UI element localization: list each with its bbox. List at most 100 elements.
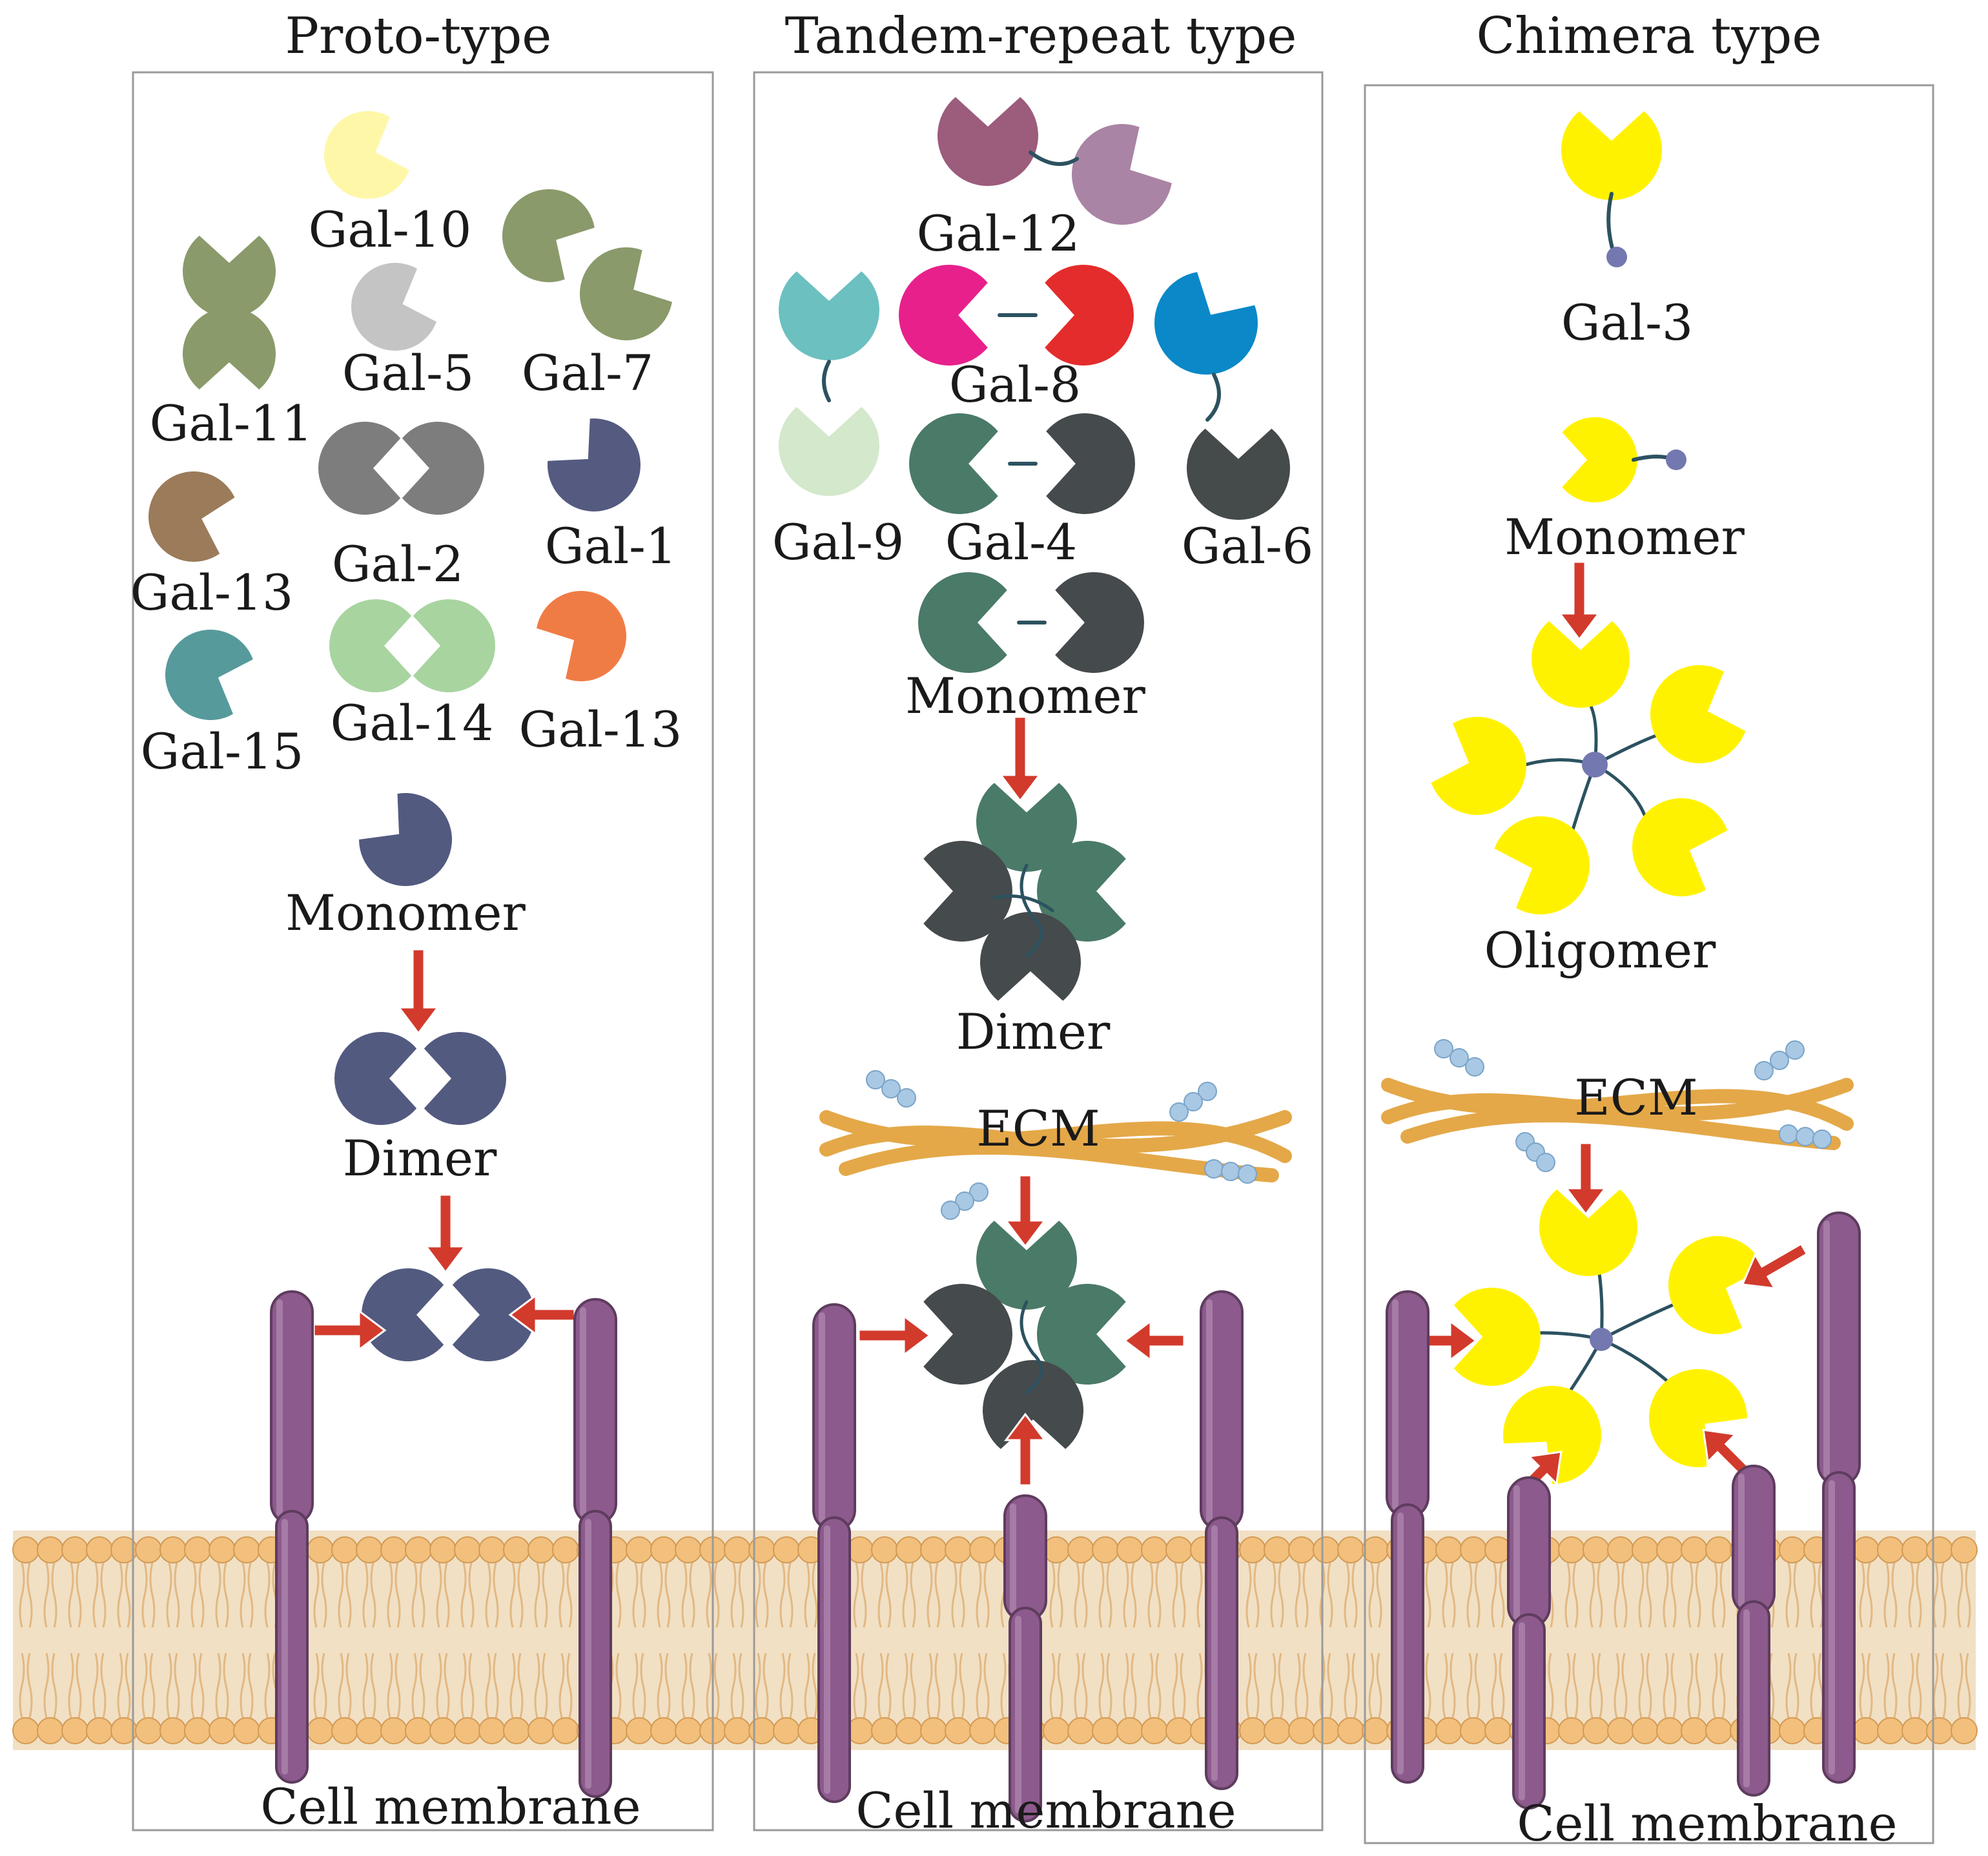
lipid-tail	[1597, 1562, 1603, 1628]
gal-13-left-icon	[149, 471, 235, 562]
oligomer-crd-lower-right-icon	[1632, 798, 1728, 896]
tandem-repeat-title: Tandem-repeat type	[785, 7, 1297, 65]
lipid-tail	[1081, 1653, 1088, 1718]
lipid-tail	[1491, 1562, 1497, 1628]
proto-monomer-icon	[359, 793, 453, 887]
gal-9-b-icon	[779, 407, 879, 496]
lipid-tail	[76, 1653, 82, 1718]
lipid-head	[871, 1717, 898, 1744]
lipid-head	[1460, 1536, 1487, 1563]
lipid-head	[773, 1717, 800, 1744]
glycan-bead	[1184, 1092, 1203, 1111]
receptor-highlight	[1738, 1474, 1745, 1607]
proto-bound-dimer-right-icon	[452, 1268, 535, 1361]
proto-type-panel	[132, 71, 714, 1831]
lipid-tail	[345, 1653, 352, 1718]
chimera-type-title: Chimera type	[1476, 7, 1821, 65]
lipid-tail	[1499, 1562, 1505, 1628]
lipid-head	[454, 1717, 481, 1744]
lipid-tail	[338, 1653, 344, 1718]
lipid-tail	[1916, 1562, 1922, 1628]
lipid-head	[724, 1536, 751, 1563]
label-proto-membrane: Cell membrane	[260, 1778, 640, 1835]
lipid-head	[1337, 1717, 1364, 1744]
label-gal-7: Gal-7	[522, 344, 653, 402]
lipid-tail	[1474, 1562, 1481, 1628]
lipid-head	[1877, 1717, 1904, 1744]
lipid-tail	[1081, 1562, 1088, 1628]
lipid-head	[552, 1717, 579, 1744]
proto-arrow-left-receptor	[313, 1309, 387, 1352]
gal-12-a-icon	[938, 97, 1038, 186]
chimera-monomer-crd-icon	[1562, 417, 1637, 502]
gal-14-left-icon	[329, 599, 412, 692]
lipid-tail	[419, 1562, 425, 1628]
lipid-head	[945, 1536, 972, 1563]
glycan-bead	[1450, 1048, 1469, 1067]
lipid-tail	[76, 1562, 82, 1628]
lipid-tail	[1057, 1653, 1063, 1718]
lipid-tail	[198, 1653, 205, 1718]
lipid-tail	[657, 1653, 663, 1718]
lipid-head	[331, 1536, 358, 1563]
lipid-head	[1239, 1717, 1266, 1744]
label-tandem-membrane: Cell membrane	[856, 1782, 1236, 1839]
label-gal-13-right: Gal-13	[519, 701, 682, 758]
lipid-tail	[264, 1653, 271, 1718]
lipid-tail	[1891, 1562, 1898, 1628]
lipid-tail	[436, 1653, 442, 1718]
lipid-tail	[779, 1653, 786, 1718]
lipid-tail	[1614, 1562, 1620, 1628]
lipid-tail	[1368, 1653, 1375, 1718]
lipid-head	[1043, 1717, 1070, 1744]
red-arrow-shape	[1741, 1242, 1809, 1290]
lipid-tail	[1155, 1653, 1162, 1718]
lipid-head	[675, 1536, 702, 1563]
gal-2-right-icon	[402, 422, 484, 515]
lipid-head	[209, 1717, 236, 1744]
lipid-tail	[436, 1562, 442, 1628]
lipid-head	[307, 1717, 334, 1744]
proto-receptor-right-stem	[579, 1510, 612, 1798]
lipid-head	[552, 1536, 579, 1563]
chimera-receptor-right-stem	[1822, 1471, 1856, 1784]
lipid-tail	[493, 1562, 499, 1628]
lipid-tail	[1098, 1562, 1105, 1628]
lipid-tail	[411, 1562, 418, 1628]
gal-15-icon	[165, 630, 253, 720]
lipid-tail	[1196, 1653, 1203, 1718]
tandem-receptor-left-head	[812, 1303, 856, 1532]
lipid-tail	[1180, 1562, 1186, 1628]
receptor-rod	[817, 1516, 851, 1803]
label-gal-8: Gal-8	[949, 356, 1081, 413]
lipid-tail	[19, 1562, 25, 1628]
lipid-head	[1583, 1717, 1610, 1744]
lipid-tail	[1302, 1562, 1309, 1628]
lipid-tail	[1278, 1562, 1284, 1628]
lipid-tail	[976, 1562, 982, 1628]
lipid-head	[1583, 1536, 1610, 1563]
lipid-tail	[1295, 1562, 1301, 1628]
lipid-head	[233, 1717, 260, 1744]
lipid-tail	[1908, 1653, 1914, 1718]
label-chimera-ecm: ECM	[1574, 1069, 1697, 1126]
red-arrow-shape	[999, 716, 1041, 803]
label-gal-15: Gal-15	[141, 723, 304, 780]
lipid-tail	[493, 1653, 499, 1718]
label-gal-9: Gal-9	[772, 513, 904, 571]
lipid-tail	[779, 1562, 786, 1628]
lipid-head	[1852, 1536, 1880, 1563]
lipid-tail	[485, 1562, 491, 1628]
lipid-tail	[1344, 1653, 1350, 1718]
red-arrow-shape	[1564, 1142, 1607, 1216]
lipid-tail	[1621, 1653, 1628, 1718]
lipid-tail	[141, 1562, 148, 1628]
lipid-tail	[313, 1562, 320, 1628]
lipid-tail	[1466, 1653, 1473, 1718]
lipid-tail	[1327, 1653, 1333, 1718]
lipid-tail	[632, 1653, 639, 1718]
label-chimera-monomer: Monomer	[1504, 508, 1745, 566]
lipid-tail	[1450, 1562, 1456, 1628]
lipid-head	[356, 1536, 383, 1563]
chimera-receptor-inner-right-head	[1732, 1465, 1776, 1616]
